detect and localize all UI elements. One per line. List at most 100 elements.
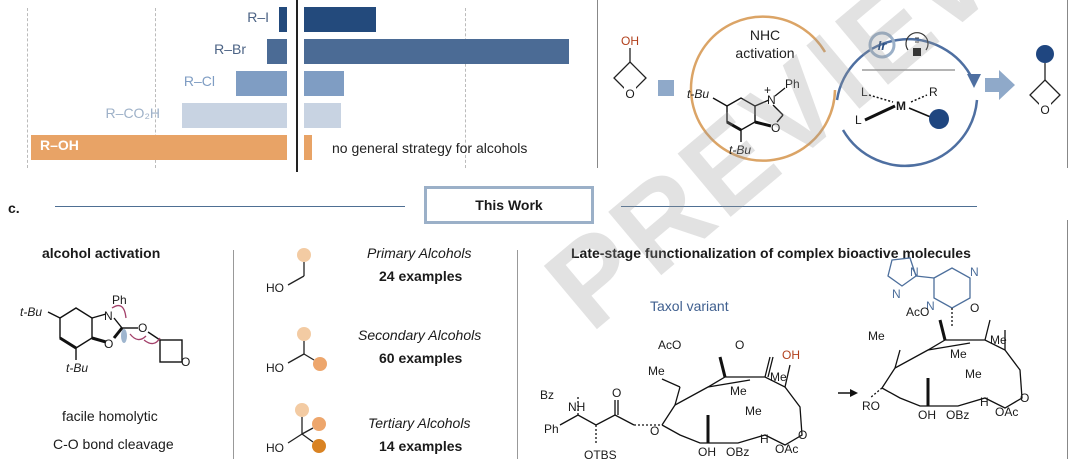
o-label: O <box>798 428 807 442</box>
bar-left <box>235 71 287 96</box>
ph-label: Ph <box>785 77 800 91</box>
section-title: Late-stage functionalization of complex … <box>571 245 971 261</box>
me-label: Me <box>730 384 747 398</box>
ho-label: HO <box>266 361 284 375</box>
obz-label: OBz <box>946 408 969 422</box>
example-count: 60 examples <box>379 350 463 366</box>
taxol-variant-molecule: AcO O OH Me Me Me Me Bz NH O Ph O OTBS O… <box>540 338 807 459</box>
bar-label-rcl: R–Cl <box>183 73 215 89</box>
me-label: Me <box>950 347 967 361</box>
reaction-arrow <box>838 389 858 397</box>
oh-label: OH <box>621 34 639 48</box>
secondary-alcohol-icon: HO <box>266 327 327 375</box>
h-label: H <box>760 432 769 446</box>
tertiary-alcohol-icon: HO <box>266 403 326 455</box>
me-label: Me <box>770 370 787 384</box>
n-label: N <box>926 299 935 313</box>
ligand-label: L <box>855 113 862 127</box>
otbs-label: OTBS <box>584 448 617 459</box>
bar-right <box>304 39 569 64</box>
right-arrow-icon <box>985 70 1015 100</box>
primary-alcohol-icon: HO <box>266 248 311 295</box>
obz-label: OBz <box>726 445 749 459</box>
alcohol-type: Secondary Alcohols <box>358 327 482 343</box>
example-count: 14 examples <box>379 438 463 454</box>
plus-square <box>658 80 674 96</box>
nhc-title-2: activation <box>735 45 794 61</box>
ho-label: HO <box>266 281 284 295</box>
ligand-label: L <box>861 85 868 99</box>
functionalized-taxol-molecule: N N N N AcO O Me Me Me Me RO OH OBz H OA… <box>862 257 1029 422</box>
alcohol-type: Tertiary Alcohols <box>368 415 471 431</box>
oh-label: OH <box>782 348 800 362</box>
nhc-title-1: NHC <box>750 27 780 43</box>
bar-right <box>304 135 312 160</box>
example-count: 24 examples <box>379 268 463 284</box>
gridline <box>27 8 28 168</box>
o-label: O <box>735 338 744 352</box>
oxetane-product: O <box>1029 45 1061 117</box>
me-label: Me <box>965 367 982 381</box>
caption-line-2: C-O bond cleavage <box>53 436 174 452</box>
bar-right <box>304 71 344 96</box>
column-divider <box>517 250 518 459</box>
me-label: Me <box>990 333 1007 347</box>
ro-label: RO <box>862 399 880 413</box>
light-bulb-icon <box>905 32 929 56</box>
aco-label: AcO <box>906 305 929 319</box>
bar-label-rco2h: R–CO₂H <box>105 105 160 121</box>
tbu-label: t-Bu <box>20 305 42 319</box>
header-rule-right <box>621 206 977 207</box>
taxol-label: Taxol variant <box>650 298 729 314</box>
roh-note: no general strategy for alcohols <box>332 140 528 156</box>
h-label: H <box>980 395 989 409</box>
nh-label: NH <box>568 400 585 414</box>
me-label: Me <box>868 329 885 343</box>
oxetanol-molecule: OH O <box>613 34 647 101</box>
section-title: alcohol activation <box>42 245 161 261</box>
tbu-label: t-Bu <box>66 361 88 375</box>
oh-label: OH <box>918 408 936 422</box>
column-divider <box>233 250 234 459</box>
caption-line-1: facile homolytic <box>62 408 158 424</box>
column-divider <box>1067 220 1068 459</box>
tbu-label: t-Bu <box>687 87 709 101</box>
metal-label: M <box>896 99 906 113</box>
ho-label: HO <box>266 441 284 455</box>
me-label: Me <box>648 364 665 378</box>
n-label: N <box>970 265 979 279</box>
catalytic-cycle-circle: Ir M L L R <box>835 31 981 168</box>
bar-left <box>31 135 287 160</box>
n-plus-label: N <box>767 93 776 107</box>
oac-label: OAc <box>995 405 1018 419</box>
oac-label: OAc <box>775 442 798 456</box>
bar-right <box>304 103 342 128</box>
center-axis <box>296 0 298 172</box>
n-label: N <box>910 265 919 279</box>
me-label: Me <box>745 404 762 418</box>
o-label: O <box>181 355 190 369</box>
svg-text:O: O <box>1040 103 1049 117</box>
o-label: O <box>650 424 659 438</box>
panel-divider <box>1067 0 1068 168</box>
aco-label: AcO <box>658 338 681 352</box>
activated-alcohol-molecule: t-Bu t-Bu N Ph O O O <box>20 293 190 375</box>
bar-left <box>266 39 287 64</box>
o-label: O <box>104 337 113 351</box>
n-label: N <box>104 309 113 323</box>
bar-label-roh: R–OH <box>40 137 79 153</box>
o-label: O <box>138 321 147 335</box>
o-label: O <box>1020 391 1029 405</box>
alcohol-type: Primary Alcohols <box>367 245 472 261</box>
ph-label: Ph <box>112 293 127 307</box>
bar-label-rbr: R–Br <box>214 41 246 57</box>
o-label: O <box>970 301 979 315</box>
bz-label: Bz <box>540 388 554 402</box>
gridline <box>155 8 156 168</box>
bar-right <box>304 7 376 32</box>
tbu-label: t-Bu <box>729 143 751 157</box>
nhc-activation-circle: NHC activation t-Bu t-Bu N + Ph O <box>687 15 837 162</box>
bar-left <box>182 103 287 128</box>
bar-label-ri: R–I <box>247 9 269 25</box>
o-label: O <box>612 386 621 400</box>
